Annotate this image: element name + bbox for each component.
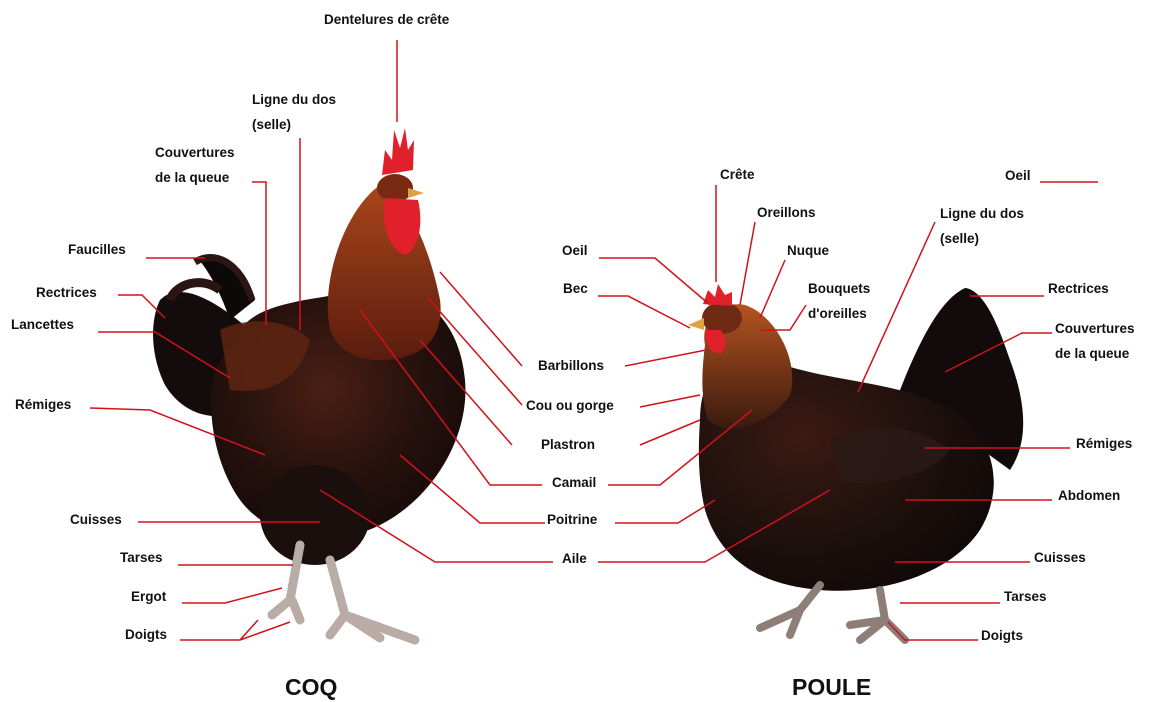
label-camail: Camail	[552, 471, 596, 495]
label-rectrices-coq: Rectrices	[36, 281, 97, 305]
label-rectrices-poule: Rectrices	[1048, 277, 1109, 301]
leader-barbillons-poule	[625, 350, 706, 366]
leader-couvertures-coq	[252, 182, 266, 325]
label-couvertures-poule-2: de la queue	[1055, 342, 1129, 366]
label-crete: Crête	[720, 163, 755, 187]
leader-oeil-poule	[599, 258, 710, 305]
rooster-illustration	[153, 128, 465, 640]
label-tarses-coq: Tarses	[120, 546, 163, 570]
label-ergot: Ergot	[131, 585, 166, 609]
leader-poitrine-poule	[615, 500, 715, 523]
label-aile: Aile	[562, 547, 587, 571]
label-couvertures-coq-1: Couvertures	[155, 141, 235, 165]
hen-legs	[760, 585, 905, 640]
leader-plastron-poule	[640, 420, 700, 445]
label-oreillons: Oreillons	[757, 201, 816, 225]
label-cou: Cou ou gorge	[526, 394, 614, 418]
hen-illustration	[688, 284, 1023, 640]
label-bouquets-1: Bouquets	[808, 277, 870, 301]
label-ligne-dos-coq-2: (selle)	[252, 113, 291, 137]
leader-oreillons	[740, 222, 755, 305]
leader-cou-poule	[640, 395, 700, 407]
label-barbillons: Barbillons	[538, 354, 604, 378]
label-ligne-dos-poule-2: (selle)	[940, 227, 979, 251]
label-ligne-dos-coq-1: Ligne du dos	[252, 88, 336, 112]
label-dentelures: Dentelures de crête	[324, 8, 449, 32]
label-poitrine: Poitrine	[547, 508, 597, 532]
label-ligne-dos-poule-1: Ligne du dos	[940, 202, 1024, 226]
label-doigts-coq: Doigts	[125, 623, 167, 647]
label-bouquets-2: d'oreilles	[808, 302, 867, 326]
leader-ergot	[182, 588, 282, 603]
label-remiges-poule: Rémiges	[1076, 432, 1132, 456]
label-oeil-right: Oeil	[1005, 164, 1031, 188]
leader-doigts-coq	[180, 620, 290, 640]
label-couvertures-coq-2: de la queue	[155, 166, 229, 190]
label-cuisses-coq: Cuisses	[70, 508, 122, 532]
label-faucilles: Faucilles	[68, 238, 126, 262]
label-abdomen: Abdomen	[1058, 484, 1120, 508]
label-doigts-poule: Doigts	[981, 624, 1023, 648]
label-bec: Bec	[563, 277, 588, 301]
rooster-legs	[272, 545, 415, 640]
label-couvertures-poule-1: Couvertures	[1055, 317, 1135, 341]
label-cuisses-poule: Cuisses	[1034, 546, 1086, 570]
title-poule: POULE	[792, 674, 871, 701]
leader-bec	[598, 296, 690, 328]
label-plastron: Plastron	[541, 433, 595, 457]
rooster-comb	[382, 128, 414, 175]
label-oeil-poule: Oeil	[562, 239, 588, 263]
label-remiges-coq: Rémiges	[15, 393, 71, 417]
label-tarses-poule: Tarses	[1004, 585, 1047, 609]
title-coq: COQ	[285, 674, 337, 701]
label-nuque: Nuque	[787, 239, 829, 263]
leader-nuque	[760, 260, 785, 318]
label-lancettes: Lancettes	[11, 313, 74, 337]
